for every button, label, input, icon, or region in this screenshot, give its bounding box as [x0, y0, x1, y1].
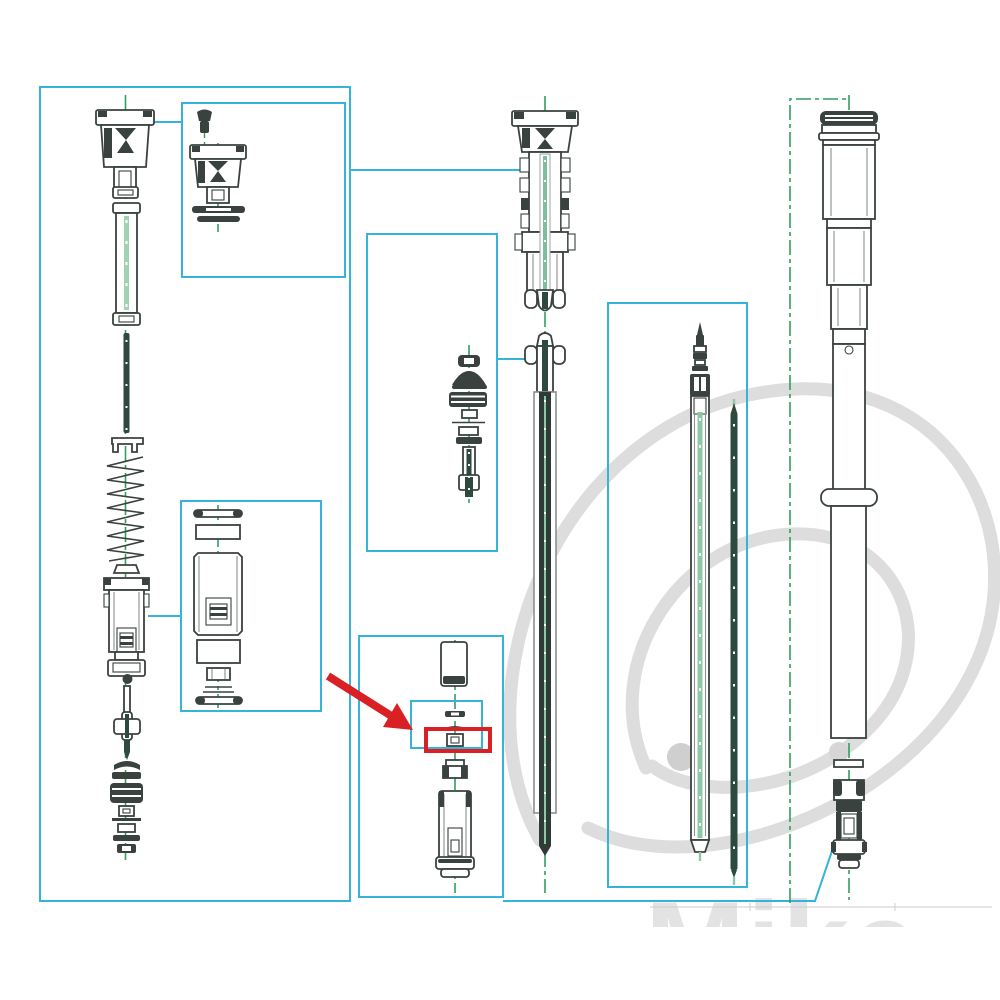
rebound-rod [689, 322, 711, 861]
annotation-box [180, 500, 322, 712]
thin-washer [193, 509, 243, 518]
piston [449, 392, 487, 407]
foot-valve [831, 779, 867, 869]
bushing [206, 667, 231, 681]
leader-lines [148, 121, 835, 902]
spacer [196, 639, 241, 664]
push-rod [730, 399, 738, 885]
damper-rod [533, 391, 557, 856]
ring [195, 524, 241, 540]
spring-guide [112, 564, 141, 574]
watermark-text: Mike [645, 877, 920, 1000]
coil-spring [106, 456, 145, 562]
cartridge-assembly [511, 96, 579, 893]
fork-cap-small [189, 144, 247, 204]
spacer [458, 426, 479, 436]
watermark-dot-2 [829, 742, 849, 762]
watermark-dot [667, 743, 695, 771]
damper-body [103, 577, 150, 677]
foot-washer [833, 759, 864, 768]
cone-washer [452, 371, 486, 385]
upper-tube [820, 144, 878, 507]
outer-fork-tube [789, 95, 880, 903]
annotation-box [181, 102, 346, 278]
sleeve [440, 641, 468, 687]
highlighted-nut [446, 733, 464, 747]
check-ball [122, 674, 133, 684]
cap-washers [192, 206, 245, 222]
washer [456, 437, 482, 444]
cartridge-bottom-bulb [524, 289, 566, 312]
inner-rod [123, 333, 130, 433]
cartridge-body [514, 151, 576, 293]
annotation-box [366, 233, 498, 552]
fork-cap-detail-box [181, 102, 346, 278]
stop-cap [442, 759, 468, 779]
annotation-box [607, 302, 748, 888]
left-fork-internals-box [39, 86, 351, 902]
highlight-inner-box [410, 700, 483, 749]
watermark-logo: Mike [503, 382, 1000, 1000]
highlighted-part-red-box [424, 727, 492, 753]
rod-top-connector [524, 332, 566, 393]
fork-top-cap [818, 111, 880, 146]
seal-head-body [435, 790, 475, 878]
air-valve [197, 109, 212, 133]
seal-head-detail-box [358, 635, 504, 898]
pointer-arrow [325, 672, 413, 730]
cartridge-cap [511, 110, 579, 153]
shim-washer [452, 385, 487, 389]
push-rods-box [607, 302, 748, 888]
leader-foot-valve [503, 844, 835, 902]
piston-nut [458, 355, 480, 367]
fork-cap [95, 109, 155, 198]
piston-stack-detail-box [366, 233, 498, 552]
annotation-box [39, 86, 351, 902]
cartridge-tube [112, 202, 141, 326]
body-cylinder [193, 552, 243, 636]
damper-body-detail-box [180, 500, 322, 712]
end-washer [195, 696, 243, 705]
rod-end-bolt [458, 446, 480, 497]
datum-line [789, 98, 849, 903]
lower-tube [830, 505, 867, 739]
square-ring [461, 409, 478, 419]
locknut [112, 186, 139, 199]
adjuster-needle [113, 685, 141, 760]
annotation-box [358, 635, 504, 898]
valve-stack [110, 761, 143, 853]
spring-seat [111, 437, 144, 453]
